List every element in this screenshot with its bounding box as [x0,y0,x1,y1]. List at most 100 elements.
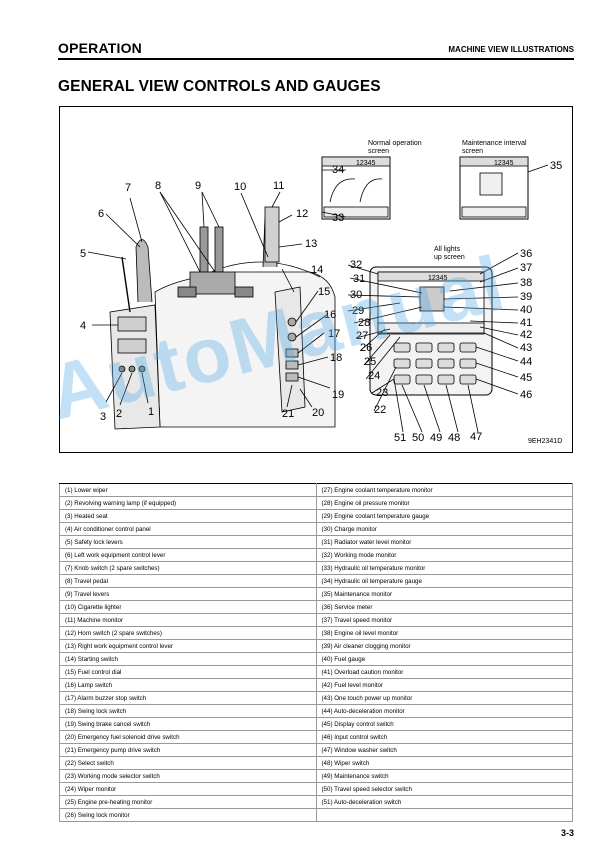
legend-cell-left: (11) Machine monitor [59,613,317,627]
subsection-header: MACHINE VIEW ILLUSTRATIONS [448,45,574,54]
callout-51: 51 [394,432,406,444]
legend-cell-left: (6) Left work equipment control lever [59,548,317,562]
callout-3: 3 [100,411,106,423]
legend-cell-left: (8) Travel pedal [59,574,317,588]
legend-row: (13) Right work equipment control lever(… [59,639,573,653]
callout-40: 40 [520,304,532,316]
callout-39: 39 [520,291,532,303]
legend-row: (11) Machine monitor(37) Travel speed mo… [59,613,573,627]
header-rule [58,58,574,60]
callout-16: 16 [324,309,336,321]
legend-row: (20) Emergency fuel solenoid drive switc… [59,730,573,744]
legend-cell-right: (48) Wiper switch [315,756,573,770]
callout-35: 35 [550,160,562,172]
callout-34: 34 [332,164,344,176]
legend-cell-left: (12) Horn switch (2 spare switches) [59,626,317,640]
normal-screen-caption-1: Normal operation [368,140,422,147]
legend-cell-left: (25) Engine pre-heating monitor [59,795,317,809]
legend-row: (2) Revolving warning lamp (if equipped)… [59,496,573,510]
legend-cell-left: (17) Alarm buzzer stop switch [59,691,317,705]
legend-cell-left: (15) Fuel control dial [59,665,317,679]
legend-cell-right: (46) Input control switch [315,730,573,744]
callout-13: 13 [305,238,317,250]
legend-cell-right: (33) Hydraulic oil temperature monitor [315,561,573,575]
legend-row: (7) Knob switch (2 spare switches)(33) H… [59,561,573,575]
legend-cell-left: (1) Lower wiper [59,483,317,497]
callout-24: 24 [368,370,380,382]
legend-row: (5) Safety lock levers(31) Radiator wate… [59,535,573,549]
callout-8: 8 [155,180,161,192]
legend-cell-left: (9) Travel levers [59,587,317,601]
callout-12: 12 [296,208,308,220]
legend-cell-right: (32) Working mode monitor [315,548,573,562]
controls-illustration: Normal operation screen Maintenance inte… [59,106,573,453]
legend-row: (25) Engine pre-heating monitor(51) Auto… [59,795,573,809]
legend-cell-right: (38) Engine oil level monitor [315,626,573,640]
maintenance-screen-caption-1: Maintenance interval [462,140,527,147]
section-header: OPERATION [58,40,142,56]
legend-cell-right: (31) Radiator water level monitor [315,535,573,549]
legend-cell-right: (44) Auto-deceleration monitor [315,704,573,718]
callout-20: 20 [312,407,324,419]
callout-36: 36 [520,248,532,260]
legend-cell-right [315,808,573,822]
callout-17: 17 [328,328,340,340]
legend-row: (1) Lower wiper(27) Engine coolant tempe… [59,483,573,497]
callout-44: 44 [520,356,532,368]
legend-cell-left: (4) Air conditioner control panel [59,522,317,536]
callout-5: 5 [80,248,86,260]
callout-23: 23 [376,387,388,399]
legend-row: (19) Swing brake cancel switch(45) Displ… [59,717,573,731]
legend-row: (4) Air conditioner control panel(30) Ch… [59,522,573,536]
callout-46: 46 [520,389,532,401]
legend-cell-right: (27) Engine coolant temperature monitor [315,483,573,497]
legend-cell-right: (30) Charge monitor [315,522,573,536]
legend-cell-left: (26) Swing lock monitor [59,808,317,822]
legend-row: (6) Left work equipment control lever(32… [59,548,573,562]
legend-cell-left: (16) Lamp switch [59,678,317,692]
lights-screen-caption-1: All lights [434,246,461,253]
legend-row: (3) Heated seat(29) Engine coolant tempe… [59,509,573,523]
callout-25: 25 [364,356,376,368]
callout-19: 19 [332,389,344,401]
callout-48: 48 [448,432,460,444]
callout-28: 28 [358,317,370,329]
callout-49: 49 [430,432,442,444]
callout-29: 29 [352,305,364,317]
legend-cell-right: (43) One touch power up monitor [315,691,573,705]
legend-cell-right: (42) Fuel level monitor [315,678,573,692]
legend-row: (23) Working mode selector switch(49) Ma… [59,769,573,783]
legend-cell-left: (14) Starting switch [59,652,317,666]
callout-6: 6 [98,208,104,220]
legend-cell-right: (47) Window washer switch [315,743,573,757]
legend-cell-left: (23) Working mode selector switch [59,769,317,783]
callout-18: 18 [330,352,342,364]
legend-table: (1) Lower wiper(27) Engine coolant tempe… [59,483,573,822]
callout-22: 22 [374,404,386,416]
callout-10: 10 [234,181,246,193]
page-number: 3-3 [560,828,574,838]
maintenance-screen-caption-2: screen [462,148,483,155]
callout-32: 32 [350,259,362,271]
legend-cell-right: (34) Hydraulic oil temperature gauge [315,574,573,588]
illustration-svg: Normal operation screen Maintenance inte… [80,140,562,445]
legend-cell-right: (41) Overload caution monitor [315,665,573,679]
legend-cell-right: (37) Travel speed monitor [315,613,573,627]
legend-row: (17) Alarm buzzer stop switch(43) One to… [59,691,573,705]
legend-cell-left: (3) Heated seat [59,509,317,523]
callout-33: 33 [332,212,344,224]
legend-row: (16) Lamp switch(42) Fuel level monitor [59,678,573,692]
figure-code: 9EH2341D [528,438,562,445]
normal-screen-caption-2: screen [368,148,389,155]
legend-cell-right: (51) Auto-deceleration switch [315,795,573,809]
legend-row: (9) Travel levers(35) Maintenance monito… [59,587,573,601]
legend-row: (22) Select switch(48) Wiper switch [59,756,573,770]
legend-cell-right: (36) Service meter [315,600,573,614]
callout-7: 7 [125,182,131,194]
callout-43: 43 [520,342,532,354]
callout-9: 9 [195,180,201,192]
page-title: GENERAL VIEW CONTROLS AND GAUGES [58,78,381,95]
callout-38: 38 [520,277,532,289]
legend-cell-left: (13) Right work equipment control lever [59,639,317,653]
legend-row: (18) Swing lock switch(44) Auto-decelera… [59,704,573,718]
